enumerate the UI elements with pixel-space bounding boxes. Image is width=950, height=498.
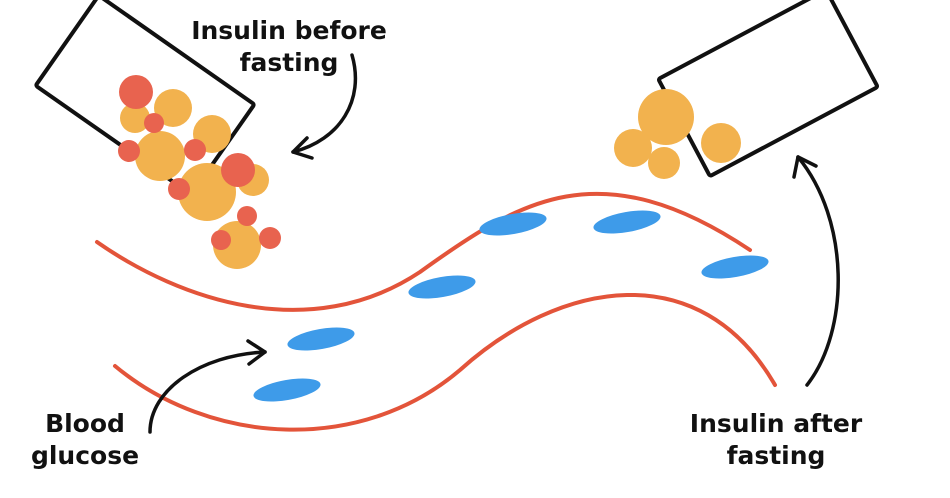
insulin-molecule-icon: [120, 103, 150, 133]
label-line: fasting: [239, 48, 339, 77]
glucose-molecule-icon: [287, 327, 355, 351]
insulin-molecule-icon: [237, 206, 257, 226]
insulin-container-after: [614, 0, 879, 179]
insulin-molecule-icon: [614, 129, 652, 167]
insulin-molecule-icon: [648, 147, 680, 179]
arrow-insulin-before: [291, 53, 358, 154]
arrow-blood-glucose: [148, 350, 267, 434]
label-insulin-before-fasting: Insulin before fasting: [184, 15, 394, 79]
label-blood-glucose: Blood glucose: [20, 408, 150, 472]
insulin-molecule-icon: [221, 153, 255, 187]
glucose-molecule-icon: [408, 275, 476, 299]
arrow-insulin-after: [796, 155, 840, 387]
insulin-molecule-icon: [144, 113, 164, 133]
insulin-molecule-icon: [119, 75, 153, 109]
insulin-molecule-icon: [118, 140, 140, 162]
vessel-wall-bottom: [113, 293, 777, 432]
label-line: Insulin before: [191, 16, 387, 45]
label-line: fasting: [726, 441, 826, 470]
glucose-molecule-icon: [701, 255, 769, 279]
insulin-molecule-icon: [184, 139, 206, 161]
insulin-molecule-icon: [135, 131, 185, 181]
vessel-wall-top: [95, 191, 752, 312]
insulin-container-icon: [657, 0, 879, 178]
insulin-molecule-icon: [259, 227, 281, 249]
insulin-molecule-icon: [211, 230, 231, 250]
insulin-molecule-icon: [154, 89, 192, 127]
arrow-head-after-icon: [792, 155, 818, 179]
arrow-head-glucose-icon: [246, 339, 267, 366]
glucose-molecules: [253, 210, 769, 402]
label-line: Blood: [45, 409, 125, 438]
arrow-head-before-icon: [291, 136, 314, 160]
label-line: Insulin after: [689, 409, 863, 438]
label-insulin-after-fasting: Insulin after fasting: [676, 408, 876, 472]
glucose-molecule-icon: [253, 378, 321, 402]
arrows: [148, 53, 840, 434]
insulin-molecule-icon: [168, 178, 190, 200]
insulin-molecule-icon: [701, 123, 741, 163]
insulin-container-before: [34, 0, 281, 269]
insulin-molecule-icon: [178, 163, 236, 221]
label-line: glucose: [30, 441, 140, 470]
glucose-molecule-icon: [479, 212, 547, 236]
insulin-molecule-icon: [638, 89, 694, 145]
glucose-molecule-icon: [593, 210, 661, 234]
